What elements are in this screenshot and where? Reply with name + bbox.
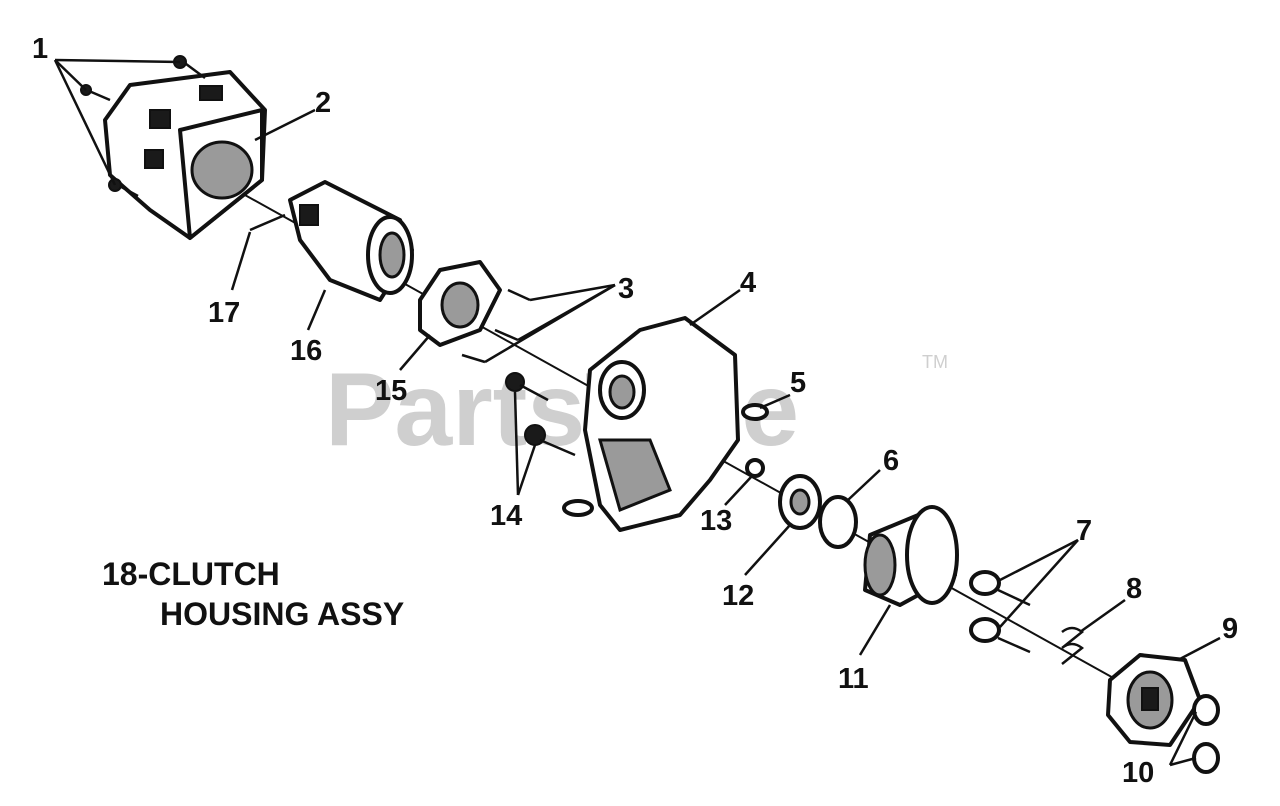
part-7-bolts [969,570,1031,654]
part-3-screws [461,288,531,364]
callout-3: 3 [618,273,634,305]
leader-lines [53,58,1221,767]
part-13-nut [745,458,765,478]
callout-12: 12 [722,580,754,612]
part-2-housing [103,70,267,240]
part-9-clutch [1106,653,1202,747]
caption-line-1: 18-CLUTCH [102,556,280,592]
callout-1: 1 [32,33,48,65]
part-12-bearing [778,474,822,530]
part-10-washers [1192,694,1220,774]
part-11-drum [863,505,959,607]
callout-8: 8 [1126,573,1142,605]
callout-11: 11 [838,663,869,695]
part-14-bolts [505,372,594,517]
part-8-spring [1061,626,1085,665]
callout-17: 17 [208,297,240,329]
callout-13: 13 [700,505,732,537]
caption-line-2: HOUSING ASSY [160,596,404,632]
callout-4: 4 [740,267,756,299]
part-6-ring [818,495,858,549]
part-17-pin [249,213,286,232]
watermark-tm: TM [922,352,948,372]
part-15-plate [418,260,502,347]
callout-5: 5 [790,367,806,399]
callout-15: 15 [375,375,407,407]
part-4-clutch-housing [583,316,740,532]
callout-10: 10 [1122,757,1154,789]
part-16-coupling [288,180,414,302]
callout-16: 16 [290,335,322,367]
callout-6: 6 [883,445,899,477]
callout-2: 2 [315,87,331,119]
callout-14: 14 [490,500,522,532]
callout-7: 7 [1076,515,1092,547]
callout-9: 9 [1222,613,1238,645]
